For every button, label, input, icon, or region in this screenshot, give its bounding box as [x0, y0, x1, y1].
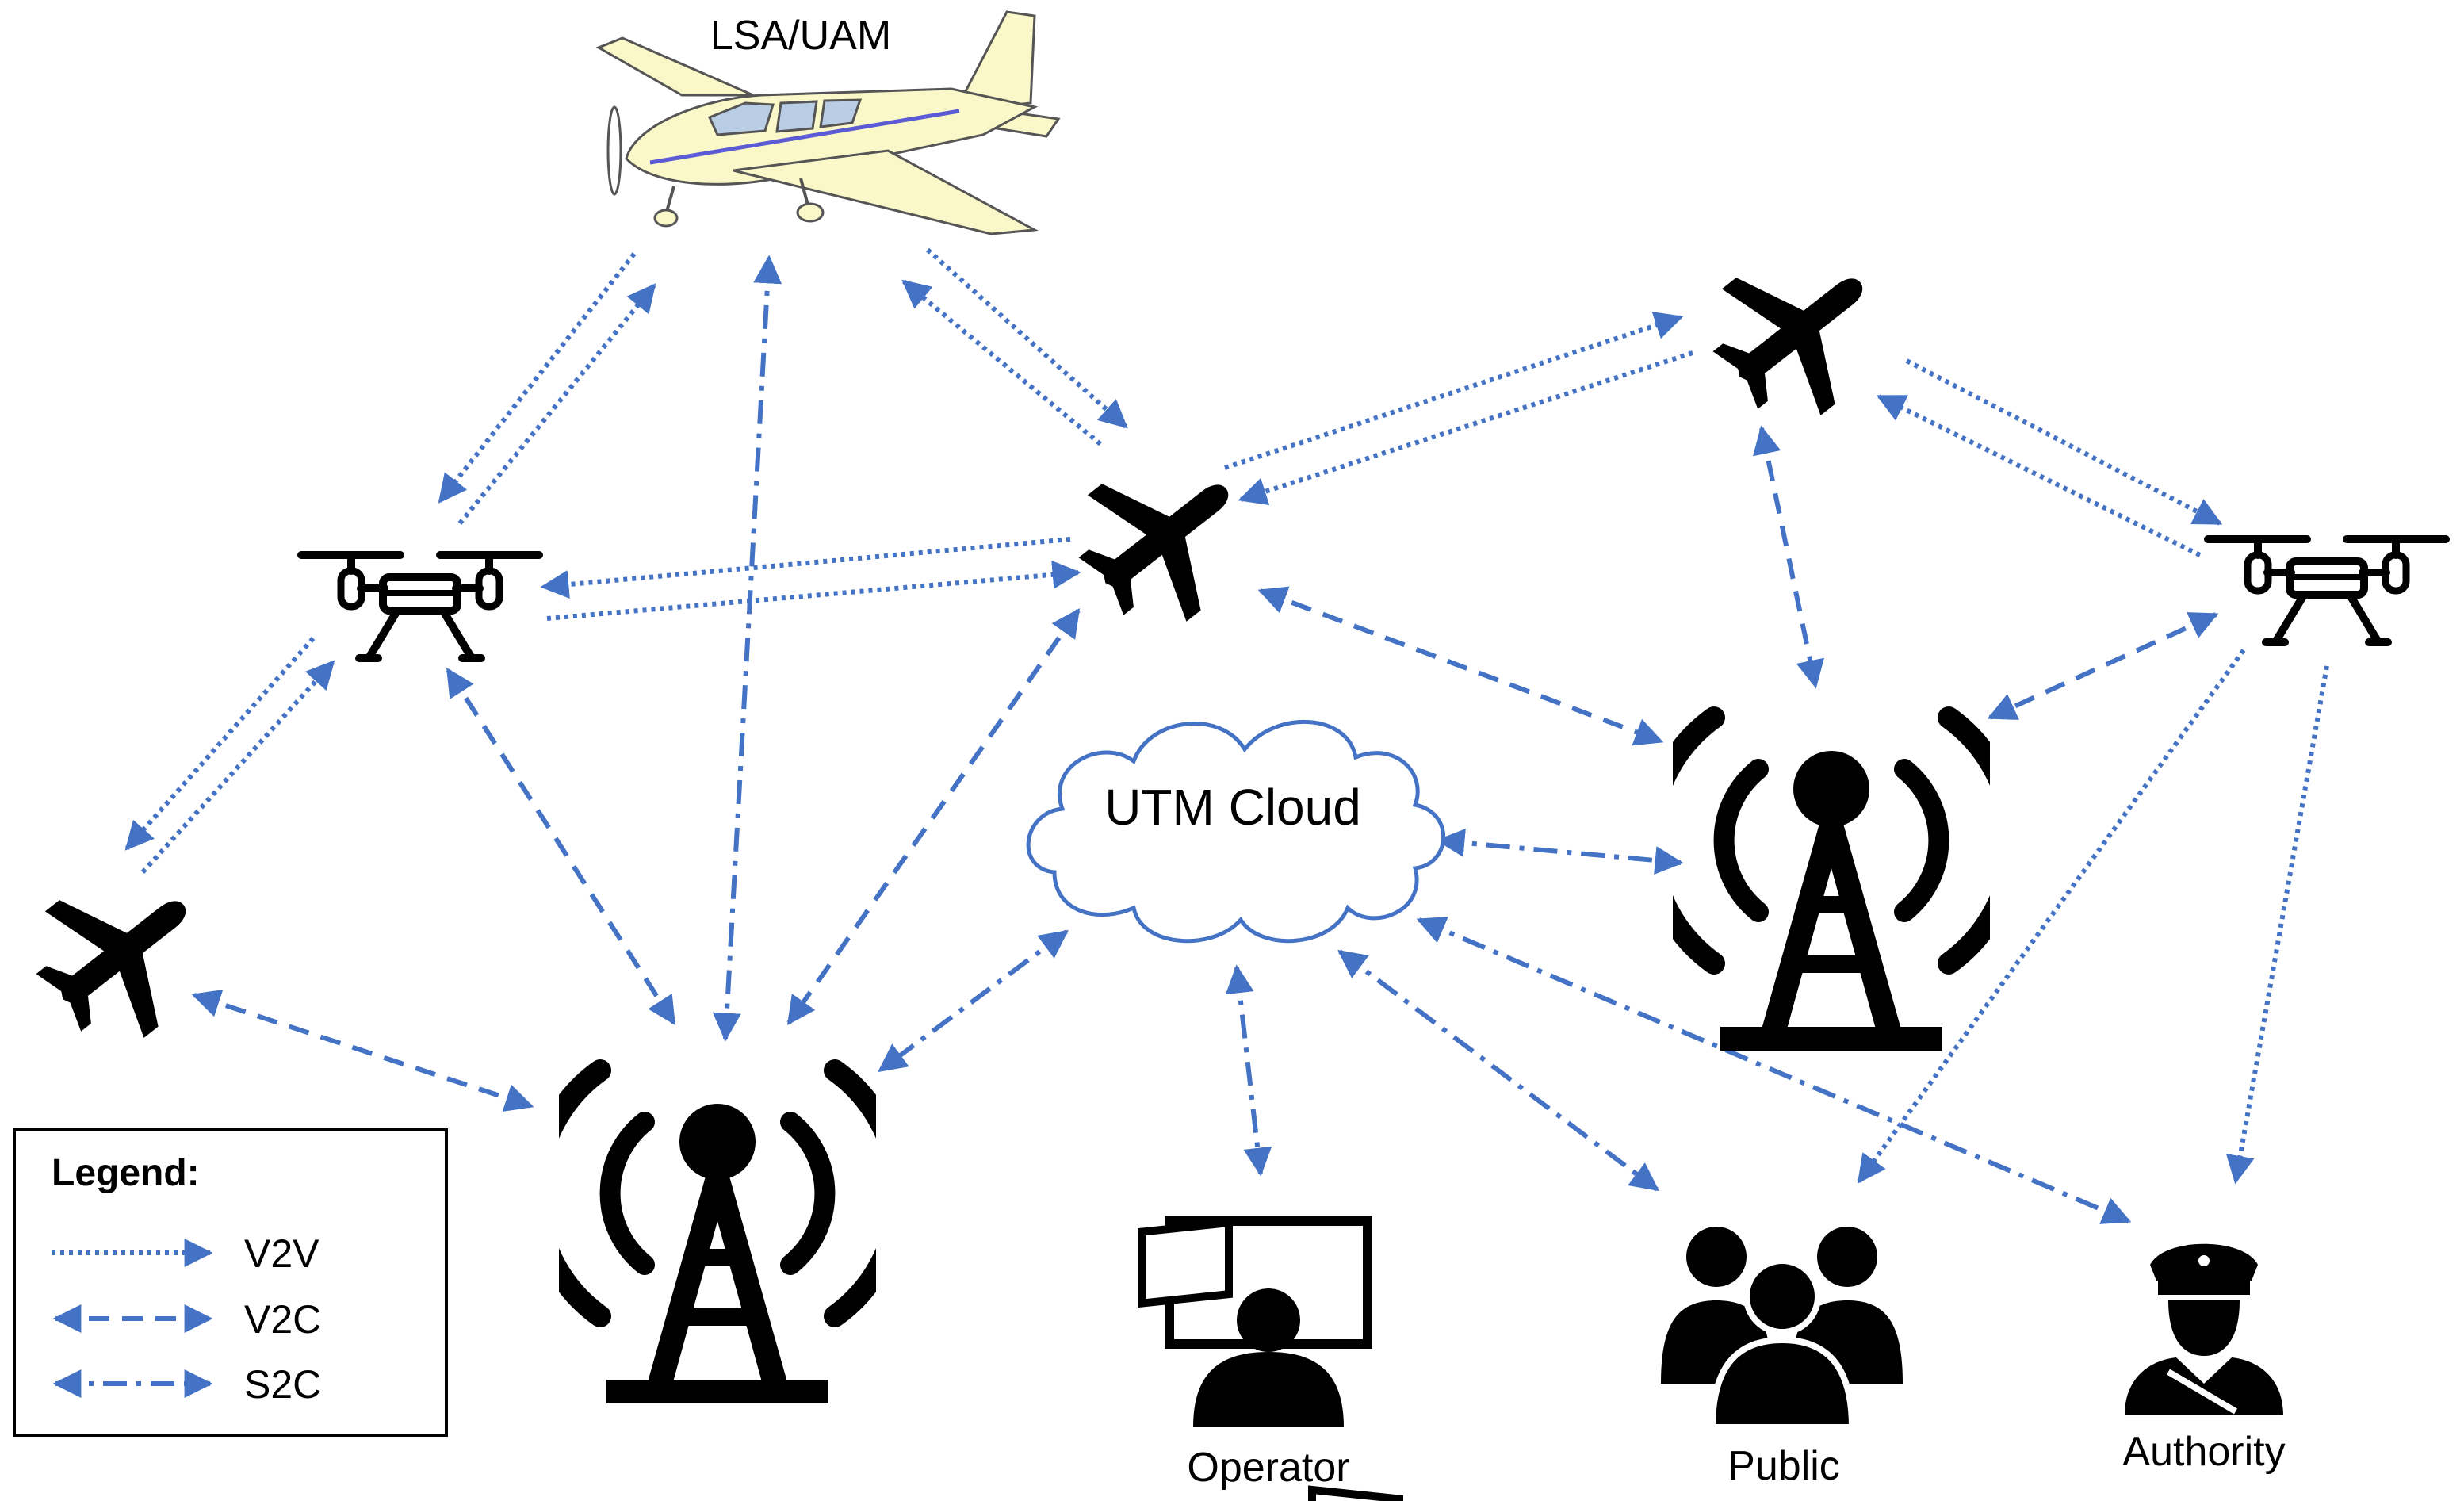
v2v-links	[124, 247, 2329, 1185]
radio-tower-right-icon	[1651, 718, 2012, 1051]
airplane-upper-right-icon	[1685, 219, 1910, 444]
operator: Operator	[1138, 1216, 1403, 1501]
airplane-center-icon	[1051, 425, 1276, 650]
legend: Legend: V2V V2C S2C	[13, 1128, 448, 1437]
lsa-aircraft: LSA/UAM	[595, 10, 1061, 235]
legend-v2v-label: V2V	[244, 1231, 319, 1276]
drone-left-icon	[301, 555, 539, 658]
cloud-icon	[1026, 719, 1446, 944]
drone-right-icon	[2208, 539, 2446, 642]
light-sport-aircraft-icon	[595, 10, 1061, 235]
authority: Authority	[2122, 1243, 2286, 1475]
airplane-left-icon	[9, 841, 233, 1066]
authority-label: Authority	[2122, 1429, 2285, 1475]
radio-tower-left-icon	[537, 1070, 898, 1403]
public: Public	[1661, 1227, 1903, 1489]
utm-cloud: UTM Cloud	[1026, 719, 1446, 944]
police-officer-icon	[2125, 1243, 2283, 1415]
public-label: Public	[1727, 1443, 1840, 1489]
legend-v2c-label: V2C	[244, 1297, 321, 1342]
cloud-label: UTM Cloud	[1104, 779, 1361, 836]
legend-title: Legend:	[52, 1152, 200, 1194]
links-layer	[124, 247, 2329, 1224]
s2c-links	[712, 255, 2132, 1224]
legend-s2c-label: S2C	[244, 1362, 321, 1407]
operator-workstation-icon	[1138, 1216, 1403, 1501]
v2c-links	[191, 425, 2219, 1112]
people-group-icon	[1661, 1227, 1903, 1430]
lsa-label: LSA/UAM	[710, 13, 891, 59]
operator-label: Operator	[1187, 1445, 1349, 1491]
